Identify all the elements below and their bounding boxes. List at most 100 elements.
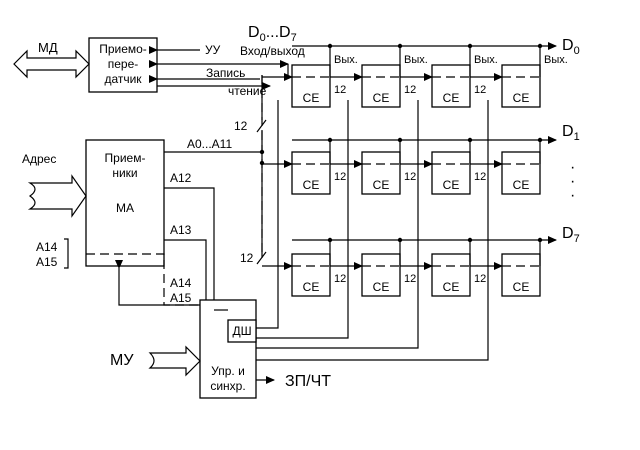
transceiver-label-line3: датчик bbox=[104, 72, 142, 86]
d1-output-label: D1 bbox=[562, 123, 580, 143]
chip-bus-width-label: 12 bbox=[404, 84, 416, 96]
decoder-out-col1 bbox=[256, 100, 279, 329]
transceiver-label-line2: пере- bbox=[108, 57, 139, 71]
chip-bus-width-label: 12 bbox=[474, 171, 486, 183]
chip-bus-width-label: 12 bbox=[334, 84, 346, 96]
chip-output-label: Вых. bbox=[334, 54, 358, 66]
chip-bus-width-label: 12 bbox=[334, 273, 346, 285]
bus-junction bbox=[537, 43, 543, 49]
receivers-label-line3: МА bbox=[116, 201, 134, 215]
bus-junction bbox=[467, 237, 473, 243]
bus-junction bbox=[327, 43, 333, 49]
ellipsis-dot-2: · bbox=[570, 173, 575, 190]
chip-bus-width-label: 12 bbox=[404, 171, 416, 183]
a15-left-label: А15 bbox=[36, 255, 58, 269]
transceiver-label-line1: Приемо- bbox=[99, 42, 147, 56]
mu-label: МУ bbox=[110, 352, 134, 369]
bus-junction bbox=[327, 237, 333, 243]
a0-a11-label: А0...А11 bbox=[187, 137, 232, 151]
a14-a15-dashed-path bbox=[86, 253, 208, 306]
memory-chip bbox=[291, 64, 331, 108]
bus-junction bbox=[397, 137, 403, 143]
bus-width-top: 12 bbox=[234, 119, 248, 133]
memory-chip-grid: CE12Вых.CE12Вых.CE12Вых.CEВых.CE12CE12CE… bbox=[262, 42, 568, 297]
decoder-label: ДШ bbox=[232, 324, 251, 338]
chip-ce-label: CE bbox=[443, 280, 460, 294]
a12-line bbox=[164, 187, 215, 300]
bus-junction bbox=[537, 137, 543, 143]
chip-ce-label: CE bbox=[373, 91, 390, 105]
a14-label: А14 bbox=[170, 276, 192, 290]
ellipsis-dot-3: · bbox=[570, 187, 575, 204]
decoder-out-col4 bbox=[256, 100, 489, 361]
chip-ce-label: CE bbox=[443, 178, 460, 192]
uu-label: УУ bbox=[205, 43, 221, 57]
chip-ce-label: CE bbox=[513, 280, 530, 294]
md-bus-arrow bbox=[13, 49, 90, 79]
memory-chip bbox=[501, 151, 541, 195]
memory-chip bbox=[431, 64, 471, 108]
wr-rd-label: ЗП/ЧТ bbox=[285, 373, 331, 390]
memory-chip bbox=[501, 253, 541, 297]
feedback-arrow-to-receivers bbox=[115, 260, 200, 306]
bus-junction bbox=[397, 237, 403, 243]
bus-junction bbox=[397, 43, 403, 49]
chip-ce-label: CE bbox=[443, 91, 460, 105]
bus-width-bottom: 12 bbox=[240, 251, 254, 265]
chip-ce-label: CE bbox=[513, 178, 530, 192]
memory-chip bbox=[291, 151, 331, 195]
memory-chip bbox=[291, 253, 331, 297]
ellipsis-dot-1: · bbox=[570, 159, 575, 176]
memory-chip bbox=[361, 64, 401, 108]
chip-ce-label: CE bbox=[303, 91, 320, 105]
chip-ce-label: CE bbox=[303, 178, 320, 192]
data-range-label: D0...D7 bbox=[248, 24, 297, 44]
memory-chip bbox=[431, 253, 471, 297]
read-label: чтение bbox=[228, 84, 267, 98]
chip-ce-label: CE bbox=[303, 280, 320, 294]
bus-junction bbox=[537, 237, 543, 243]
a15-label: А15 bbox=[170, 291, 192, 305]
control-label-line2: синхр. bbox=[210, 379, 245, 393]
decoder-out-col3 bbox=[256, 100, 419, 349]
transceiver-block bbox=[88, 37, 158, 93]
bus-width-tick bbox=[256, 251, 267, 265]
chip-output-label: Вых. bbox=[474, 54, 498, 66]
d0-output-label: D0 bbox=[562, 37, 580, 57]
a14-left-label: А14 bbox=[36, 240, 58, 254]
control-label-line1: Упр. и bbox=[211, 364, 245, 378]
io-label: Вход/выход bbox=[240, 44, 305, 58]
decoder-block bbox=[227, 319, 257, 343]
address-receivers-block bbox=[85, 139, 165, 267]
chip-ce-label: CE bbox=[373, 178, 390, 192]
memory-chip bbox=[501, 64, 541, 108]
a13-line bbox=[164, 239, 207, 300]
chip-output-label: Вых. bbox=[544, 54, 568, 66]
receivers-label-line2: ники bbox=[112, 166, 137, 180]
a12-label: А12 bbox=[170, 171, 192, 185]
chip-bus-width-label: 12 bbox=[474, 84, 486, 96]
memory-chip bbox=[361, 253, 401, 297]
chip-bus-width-label: 12 bbox=[404, 273, 416, 285]
address-label: Адрес bbox=[22, 152, 56, 166]
chip-bus-width-label: 12 bbox=[334, 171, 346, 183]
chip-ce-label: CE bbox=[513, 91, 530, 105]
bus-junction bbox=[467, 43, 473, 49]
d7-output-label: D7 bbox=[562, 225, 580, 245]
md-label: МД bbox=[38, 40, 58, 55]
decoder-out-col2 bbox=[256, 100, 349, 339]
a14-a15-bracket bbox=[64, 238, 69, 269]
bus-junction bbox=[327, 137, 333, 143]
write-label: Запись bbox=[206, 66, 245, 80]
chip-output-label: Вых. bbox=[404, 54, 428, 66]
address-bus-arrow bbox=[27, 174, 87, 218]
a13-label: А13 bbox=[170, 223, 192, 237]
bus-junction bbox=[467, 137, 473, 143]
chip-bus-width-label: 12 bbox=[474, 273, 486, 285]
chip-ce-label: CE bbox=[373, 280, 390, 294]
receivers-label-line1: Прием- bbox=[105, 151, 146, 165]
memory-chip bbox=[361, 151, 401, 195]
mu-bus-arrow bbox=[148, 345, 201, 377]
